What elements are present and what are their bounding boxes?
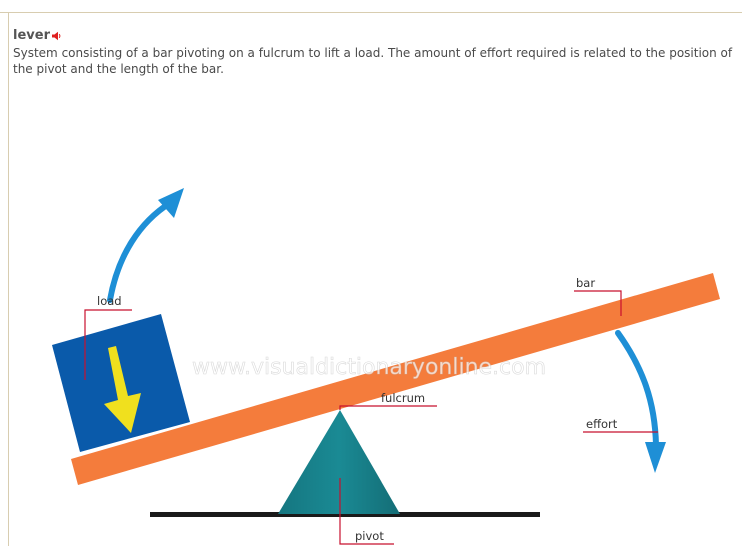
effort-arrow [615, 330, 659, 448]
effort-arrowhead [645, 442, 666, 473]
label-fulcrum: fulcrum [381, 391, 425, 405]
leader-lines [84, 290, 658, 545]
dictionary-entry: lever System consisting of a bar pivotin… [13, 29, 742, 77]
label-pivot: pivot [355, 529, 384, 543]
label-bar: bar [576, 276, 595, 290]
leader-line-load [84, 309, 132, 380]
leader-line-pivot [339, 478, 394, 545]
frame-left-border [8, 12, 9, 546]
watermark-text: www.visualdictionaryonline.com [192, 355, 546, 380]
ground-base [150, 512, 540, 517]
frame-top-border [0, 12, 742, 13]
load-rise-arrowhead [158, 188, 184, 218]
entry-term: lever [13, 28, 50, 43]
load-down-arrow [104, 346, 141, 433]
leader-line-fulcrum [339, 405, 437, 410]
label-load: load [97, 294, 122, 308]
lever-bar [71, 273, 720, 485]
entry-title-row: lever [13, 29, 742, 43]
label-effort: effort [586, 417, 618, 431]
leader-line-bar [574, 290, 622, 316]
fulcrum-triangle [278, 410, 400, 514]
load-rise-arrow [107, 200, 173, 303]
speaker-icon[interactable] [51, 31, 61, 41]
entry-definition: System consisting of a bar pivoting on a… [13, 46, 733, 76]
